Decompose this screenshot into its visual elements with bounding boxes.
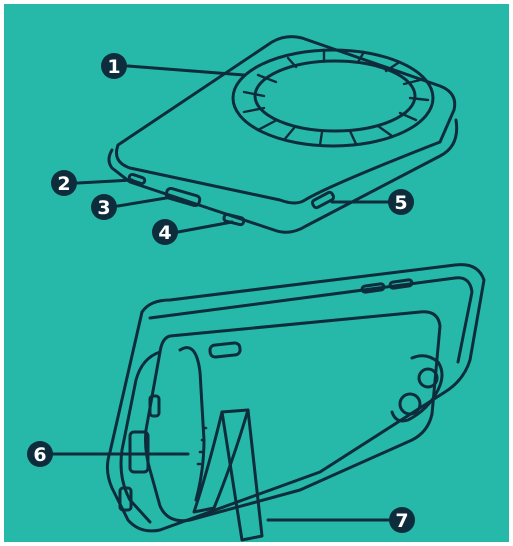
callout-badge-5: 5 — [388, 189, 414, 215]
callout-number: 3 — [97, 197, 110, 219]
callout-number: 1 — [107, 56, 120, 78]
callout-number: 2 — [57, 173, 70, 195]
callout-number: 5 — [394, 192, 407, 214]
callout-badge-3: 3 — [91, 194, 117, 220]
callout-badge-6: 6 — [27, 441, 53, 467]
callout-number: 6 — [33, 444, 46, 466]
callout-number: 7 — [395, 510, 408, 532]
callout-badge-7: 7 — [389, 507, 415, 533]
callout-badge-2: 2 — [51, 170, 77, 196]
callout-badge-4: 4 — [152, 219, 178, 245]
callout-badge-1: 1 — [101, 53, 127, 79]
callout-number: 4 — [158, 222, 171, 244]
